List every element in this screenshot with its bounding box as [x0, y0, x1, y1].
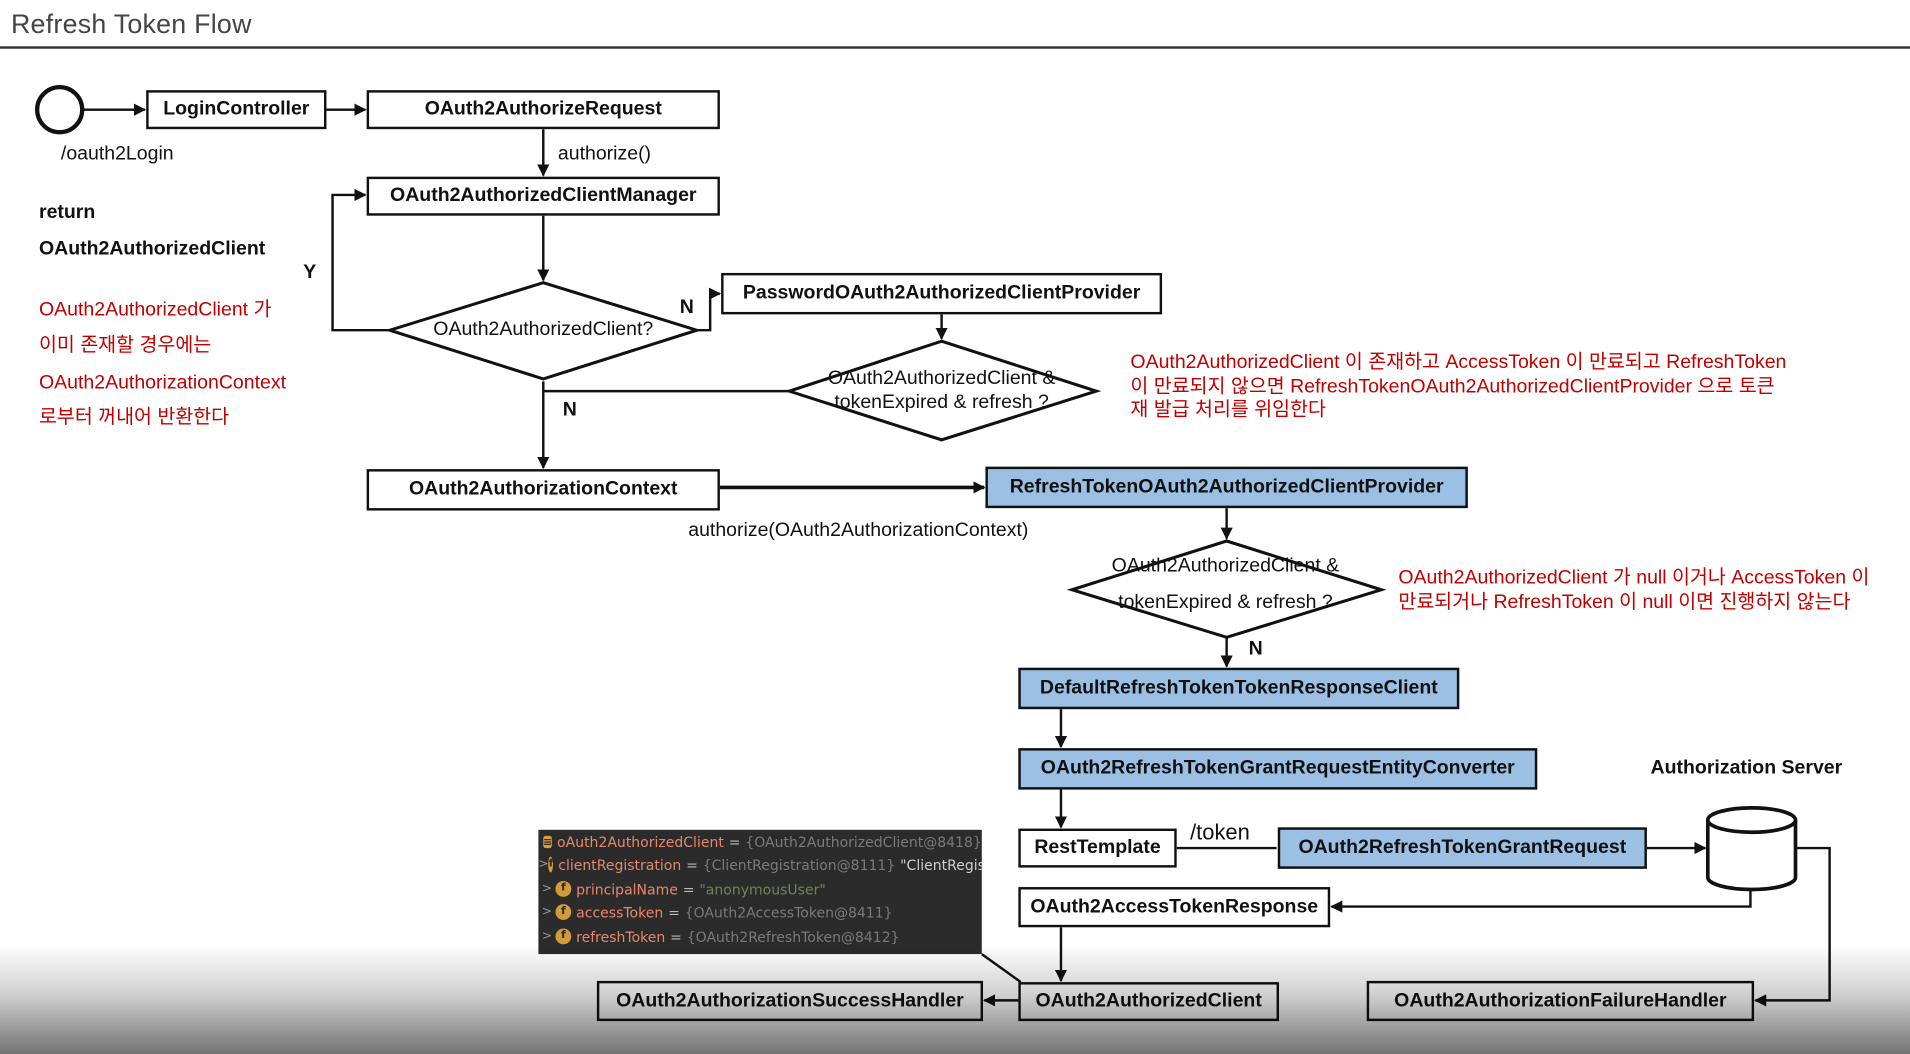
label-oauth2-login: /oauth2Login — [60, 143, 174, 165]
note-right-mid: OAuth2AuthorizedClient 가 null 이거나 Access… — [1398, 567, 1869, 616]
node-entity-converter: OAuth2RefreshTokenGrantRequestEntityConv… — [1018, 748, 1538, 790]
label-token-path: /token — [1190, 820, 1250, 845]
note-right-top-line: OAuth2AuthorizedClient 이 존재하고 AccessToke… — [1130, 352, 1787, 373]
authorization-server-db-icon — [1705, 806, 1798, 892]
note-left-line: OAuth2AuthorizedClient 가 — [38, 299, 272, 321]
note-left-line: OAuth2AuthorizationContext — [38, 372, 287, 394]
note-right-mid-line: 만료되거나 RefreshToken 이 null 이면 진행하지 않는다 — [1398, 592, 1851, 613]
node-password-provider: PasswordOAuth2AuthorizedClientProvider — [721, 272, 1163, 315]
label-no-password: N — [679, 297, 694, 319]
chevron-right-icon[interactable]: > — [538, 857, 549, 872]
start-node — [35, 84, 85, 135]
decision-refresh-expired-line1: OAuth2AuthorizedClient & — [1111, 555, 1340, 577]
chevron-right-icon[interactable]: > — [541, 929, 553, 944]
title-divider — [0, 46, 1910, 49]
debug-var-name: principalName — [576, 880, 678, 898]
node-client-manager: OAuth2AuthorizedClientManager — [366, 176, 720, 216]
debug-var-value: {OAuth2AuthorizedClient@8418} — [745, 832, 982, 850]
decision-authorized-client — [384, 281, 702, 381]
object-icon: ≡ — [542, 835, 553, 849]
debug-var-name: clientRegistration — [558, 855, 682, 874]
node-refresh-provider: RefreshTokenOAuth2AuthorizedClientProvid… — [985, 466, 1468, 509]
label-authorize-context: authorize(OAuth2AuthorizationContext) — [688, 520, 1029, 542]
node-authorized-client: OAuth2AuthorizedClient — [1018, 982, 1280, 1022]
note-left: OAuth2AuthorizedClient 가 이미 존재할 경우에는 OAu… — [39, 299, 286, 431]
node-failure-handler: OAuth2AuthorizationFailureHandler — [1366, 980, 1755, 1022]
debug-var-extra: "ClientRegistr — [900, 855, 982, 874]
debug-var-name: accessToken — [576, 903, 664, 921]
node-grant-request: OAuth2RefreshTokenGrantRequest — [1277, 827, 1647, 869]
decision-password-expired — [784, 339, 1102, 442]
node-success-handler: OAuth2AuthorizationSuccessHandler — [596, 980, 984, 1022]
note-right-top-line: 재 발급 처리를 위임한다 — [1130, 399, 1326, 421]
label-authorization-server: Authorization Server — [1650, 757, 1843, 779]
note-left-line: 로부터 꺼내어 반환한다 — [38, 406, 230, 428]
node-authorization-context: OAuth2AuthorizationContext — [366, 469, 720, 511]
edge-decision-yes — [331, 188, 390, 332]
debug-row[interactable]: > f clientRegistration = {ClientRegistra… — [538, 853, 981, 876]
note-right-top-line: 이 만료되지 않으면 RefreshTokenOAuth2AuthorizedC… — [1130, 375, 1775, 397]
label-return-client: OAuth2AuthorizedClient — [38, 238, 266, 260]
note-right-top: OAuth2AuthorizedClient 이 존재하고 AccessToke… — [1130, 351, 1786, 422]
label-no-refresh: N — [1248, 638, 1263, 660]
debug-row[interactable]: > f refreshToken = {OAuth2RefreshToken@8… — [538, 925, 981, 948]
debug-var-value: {OAuth2RefreshToken@8412} — [686, 927, 900, 945]
note-left-line: 이미 존재할 경우에는 — [38, 335, 212, 356]
node-token-response: OAuth2AccessTokenResponse — [1018, 887, 1331, 928]
debug-row[interactable]: ≡ oAuth2AuthorizedClient = {OAuth2Author… — [542, 832, 982, 850]
decision-authorized-client-label: OAuth2AuthorizedClient? — [433, 319, 654, 340]
edge-decision-no-password — [696, 287, 722, 332]
node-rest-template: RestTemplate — [1018, 828, 1177, 868]
debug-var-value: "anonymousUser" — [699, 880, 826, 898]
field-icon: f — [555, 904, 572, 920]
field-icon: f — [555, 880, 572, 897]
chevron-right-icon[interactable]: > — [541, 882, 553, 896]
label-no-context: N — [562, 399, 577, 421]
debug-var-name: refreshToken — [576, 927, 666, 945]
label-return: return — [38, 202, 96, 223]
debug-var-value: {ClientRegistration@8111} — [702, 855, 896, 874]
field-icon: f — [548, 856, 554, 873]
page-title: Refresh Token Flow — [10, 8, 252, 39]
debugger-variables-panel: ≡ oAuth2AuthorizedClient = {OAuth2Author… — [538, 829, 982, 955]
label-yes: Y — [303, 261, 317, 283]
debug-var-name: oAuth2AuthorizedClient — [557, 832, 724, 850]
debug-row[interactable]: > f principalName = "anonymousUser" — [538, 877, 981, 900]
debug-row[interactable]: > f accessToken = {OAuth2AccessToken@841… — [538, 900, 981, 923]
node-default-response-client: DefaultRefreshTokenTokenResponseClient — [1018, 667, 1460, 710]
decision-refresh-expired — [1066, 539, 1387, 639]
node-login-controller: LoginController — [146, 90, 327, 130]
edge-debug-client — [981, 953, 1022, 984]
edge-server-response — [1330, 890, 1752, 913]
label-authorize: authorize() — [557, 143, 652, 165]
note-right-mid-line: OAuth2AuthorizedClient 가 null 이거나 Access… — [1398, 567, 1870, 589]
edge-decision-no-context — [537, 389, 790, 470]
node-authorize-request: OAuth2AuthorizeRequest — [366, 90, 720, 130]
decision-refresh-expired-line2: tokenExpired & refresh ? — [1118, 592, 1333, 613]
decision-password-expired-line2: tokenExpired & refresh ? — [834, 392, 1049, 414]
debug-var-value: {OAuth2AccessToken@8411} — [684, 903, 893, 921]
chevron-right-icon[interactable]: > — [541, 905, 553, 919]
field-icon: f — [555, 928, 572, 945]
decision-password-expired-line1: OAuth2AuthorizedClient & — [827, 367, 1056, 389]
